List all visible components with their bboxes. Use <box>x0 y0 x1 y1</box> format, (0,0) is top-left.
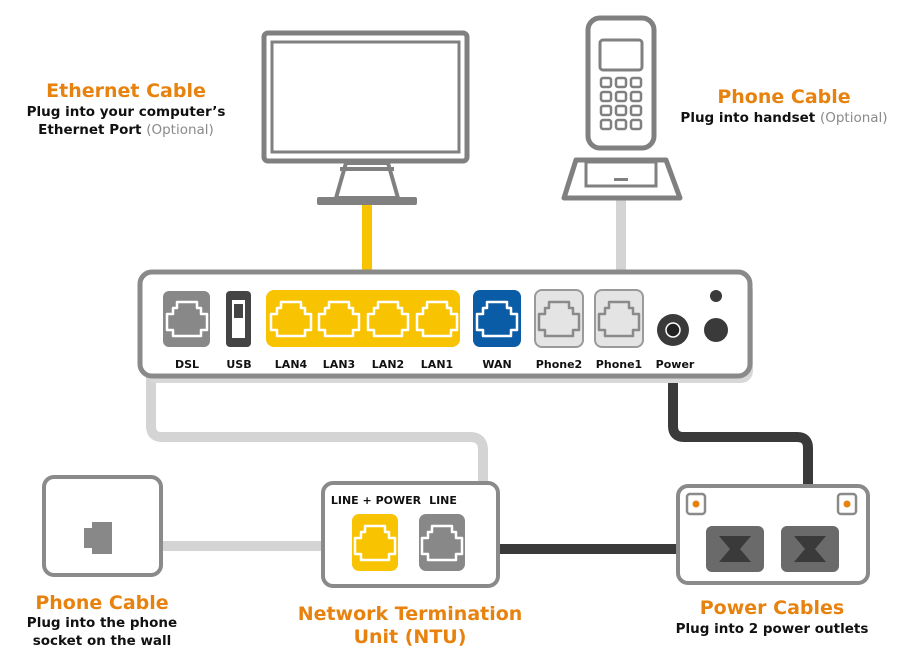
port-label-lan4: LAN4 <box>275 358 308 371</box>
phone-cable-wall-title: Phone Cable <box>35 592 168 614</box>
ethernet-optional-text: (Optional) <box>146 122 214 138</box>
handset-optional-text: (Optional) <box>820 110 888 126</box>
port-label-power: Power <box>656 358 695 371</box>
phone-cable-handset-desc: Plug into handset (Optional) <box>680 110 887 126</box>
port-label-lan1: LAN1 <box>421 358 453 371</box>
ethernet-cable-desc-line2: Ethernet Port (Optional) <box>38 122 214 138</box>
wall-socket-icon <box>42 475 163 577</box>
ntu-title-line2: Unit (NTU) <box>354 626 467 648</box>
power-cables-desc: Plug into 2 power outlets <box>676 621 869 637</box>
power-cables-title: Power Cables <box>700 597 844 619</box>
ntu-icon <box>321 481 500 588</box>
port-label-phone1: Phone1 <box>596 358 642 371</box>
phone-cable-handset-title: Phone Cable <box>717 86 850 108</box>
monitor-icon <box>261 30 470 205</box>
ethernet-cable-title: Ethernet Cable <box>46 80 206 102</box>
port-label-dsl: DSL <box>175 358 199 371</box>
handset-text: Plug into handset <box>680 110 815 126</box>
router-icon <box>137 269 753 383</box>
ntu-title-line1: Network Termination <box>298 603 523 625</box>
port-label-lan3: LAN3 <box>323 358 355 371</box>
ethernet-port-text: Ethernet Port <box>38 122 142 138</box>
port-label-phone2: Phone2 <box>536 358 582 371</box>
ethernet-cable-desc-line1: Plug into your computer’s <box>27 104 226 120</box>
port-label-wan: WAN <box>482 358 511 371</box>
phone-cable-wall-desc-line2: socket on the wall <box>33 633 172 649</box>
port-label-lan2: LAN2 <box>372 358 404 371</box>
power-outlet-icon <box>676 484 870 585</box>
ntu-port-label-line-power: LINE + POWER <box>331 494 422 507</box>
router-power-cable <box>668 330 813 548</box>
port-label-usb: USB <box>226 358 251 371</box>
phone-cable-wall-desc-line1: Plug into the phone <box>27 615 177 631</box>
ntu-port-label-line: LINE <box>429 494 457 507</box>
cordless-phone-icon <box>561 15 683 201</box>
